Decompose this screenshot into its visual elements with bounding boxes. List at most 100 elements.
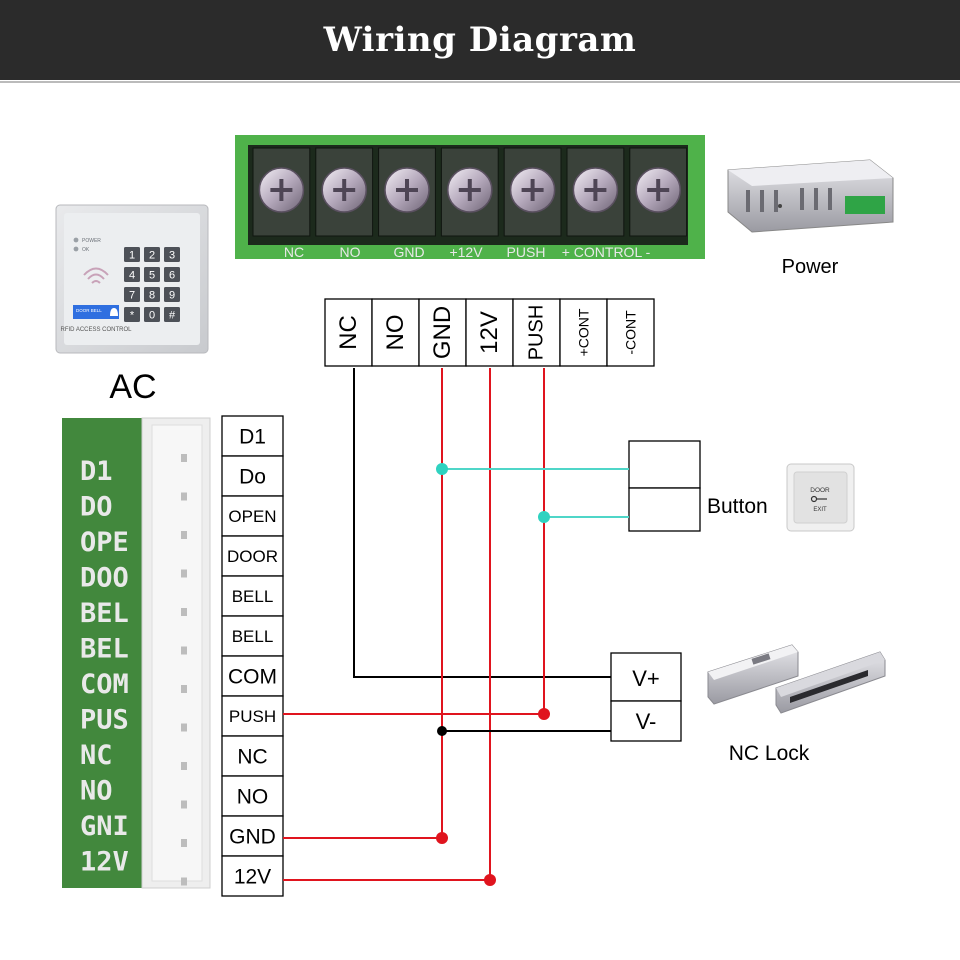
left-terminal-label-d1: D1 xyxy=(239,426,266,449)
junction-button-gnd xyxy=(436,463,448,475)
left-terminal-label-push: PUSH xyxy=(229,707,276,726)
pcb-silk-label: OPE xyxy=(80,527,129,558)
connector-pin xyxy=(181,839,187,847)
button-label: Button xyxy=(707,495,768,518)
connector-pin xyxy=(181,685,187,693)
keypad-key xyxy=(124,287,140,302)
keypad-key xyxy=(144,247,160,262)
keypad-key-label: 0 xyxy=(149,310,155,322)
button-terminal-1 xyxy=(628,440,701,489)
top-terminal-label-gnd: GND xyxy=(429,306,456,359)
door-bell-text: DOOR BELL xyxy=(76,308,102,313)
wire-gnd xyxy=(283,368,443,839)
pcb-silk-label: NC xyxy=(80,740,113,771)
left-terminal-cell xyxy=(221,735,284,777)
connector-pin xyxy=(181,877,187,886)
pcb-silk-label: DO xyxy=(80,492,113,523)
keypad-key-label: 7 xyxy=(129,290,135,302)
left-terminal-label-open: OPEN xyxy=(228,507,276,526)
top-terminal-label-12v: 12V xyxy=(476,311,503,354)
top-terminal-label-no: NO xyxy=(382,315,409,351)
keypad-key xyxy=(164,247,180,262)
exit-button-line2: EXIT xyxy=(813,507,827,513)
pcb-silk-label: GNI xyxy=(80,811,129,842)
keypad-image: POWER OK DOOR BELL RFID ACCESS CONTROL 1… xyxy=(55,204,209,354)
connector-pin xyxy=(181,723,187,732)
rfid-wave-icon xyxy=(83,267,109,284)
led-ok-label: OK xyxy=(82,247,90,253)
left-terminal-label-bell: BELL xyxy=(232,627,274,646)
wire-junctions xyxy=(436,463,550,886)
left-terminal-cell xyxy=(221,855,284,897)
pcb-silk-label: NO xyxy=(80,776,113,807)
keypad-key-label: # xyxy=(169,310,176,322)
connector-pin xyxy=(181,646,187,655)
nc-lock-image xyxy=(707,644,886,714)
nc-lock-label: NC Lock xyxy=(729,742,810,765)
button-terminals xyxy=(628,440,701,532)
keypad-key-label: 4 xyxy=(129,270,135,282)
top-terminal-cell xyxy=(371,298,420,367)
pcb-silk-label: PUS xyxy=(80,705,129,736)
led-power-label: POWER xyxy=(82,238,101,244)
lock-terminals: V+ V- xyxy=(610,652,682,742)
top-terminal-cell xyxy=(324,298,373,367)
left-terminal-label-no: NO xyxy=(237,786,269,809)
terminal-block-label-12v: +12V xyxy=(449,244,483,260)
button-terminal-2 xyxy=(628,487,701,532)
keypad-key xyxy=(164,307,180,322)
left-terminal-cell xyxy=(221,775,284,817)
keypad-key xyxy=(124,247,140,262)
pcb-silk-label: 12V xyxy=(80,847,129,878)
keypad-key-label: 8 xyxy=(149,290,155,302)
key-icon xyxy=(810,495,827,503)
terminal-block-label-gnd: GND xyxy=(393,244,424,260)
keypad-key-label: 9 xyxy=(169,290,175,302)
top-terminal-label-push: PUSH xyxy=(526,305,548,361)
wire-12v xyxy=(283,368,491,881)
connector-pin xyxy=(181,762,187,770)
left-terminal-cell xyxy=(221,815,284,857)
keypad-key-label: 3 xyxy=(169,250,175,262)
keypad-key-label: 1 xyxy=(129,250,135,262)
left-terminal-label-nc: NC xyxy=(237,746,267,769)
top-terminal-label-cont: +CONT xyxy=(576,308,592,356)
keypad-key xyxy=(124,307,140,322)
top-terminal-label-nc: NC xyxy=(335,315,362,350)
v-minus-terminal xyxy=(610,700,682,742)
junction-12v xyxy=(484,874,496,886)
top-terminal-label-cont: -CONT xyxy=(623,310,639,355)
v-plus-label: V+ xyxy=(632,666,660,691)
door-bell-badge xyxy=(73,305,119,319)
keypad-key xyxy=(144,287,160,302)
left-terminal-cell xyxy=(221,575,284,617)
exit-button-line1: DOOR xyxy=(810,487,830,494)
keypad-key xyxy=(164,287,180,302)
left-terminal-label-do: Do xyxy=(239,466,266,489)
keypad-key-label: 5 xyxy=(149,270,155,282)
page-title: Wiring Diagram xyxy=(323,20,637,60)
junction-button-push xyxy=(538,511,550,523)
header-divider xyxy=(0,81,960,83)
connector-pin xyxy=(181,454,187,462)
pcb-silk-label: BEL xyxy=(80,598,129,629)
keypad-caption: RFID ACCESS CONTROL xyxy=(60,327,132,333)
top-terminal-cell xyxy=(465,298,514,367)
connector-pin xyxy=(181,531,187,539)
keypad-key xyxy=(124,267,140,282)
pcb-silk-label: BEL xyxy=(80,634,129,665)
left-terminal-label-door: DOOR xyxy=(227,547,278,566)
exit-button-image: DOOR EXIT xyxy=(786,463,855,532)
connector-pin xyxy=(181,569,187,578)
left-terminal-label-gnd: GND xyxy=(229,826,276,849)
connector-pin xyxy=(181,492,187,501)
terminal-block-label-no: NO xyxy=(340,244,361,260)
wires xyxy=(283,368,629,881)
top-terminal-cell xyxy=(606,298,655,367)
header-bar xyxy=(0,0,960,80)
terminal-block-label-nc: NC xyxy=(284,244,304,260)
v-minus-label: V- xyxy=(636,709,657,734)
